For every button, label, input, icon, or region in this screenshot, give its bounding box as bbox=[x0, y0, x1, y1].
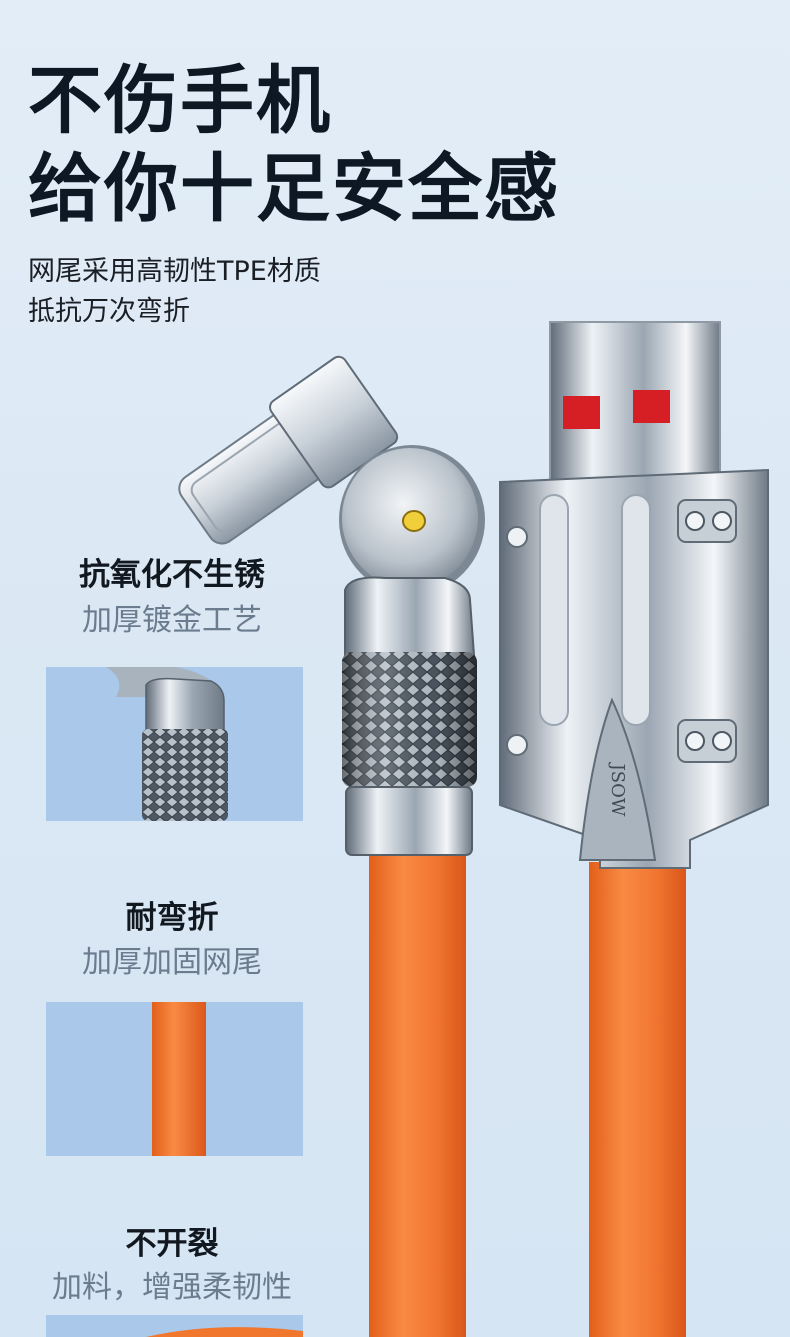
subtitle-line-1: 网尾采用高韧性TPE材质 bbox=[28, 256, 321, 287]
feature-title-anti-oxidation: 抗氧化不生锈 bbox=[79, 557, 265, 593]
feature-desc-no-crack: 加料，增强柔韧性 bbox=[52, 1270, 292, 1305]
headline-line-1: 不伤手机 bbox=[28, 58, 332, 144]
feature-image-bend-resistant bbox=[46, 1002, 303, 1156]
feature-desc-anti-oxidation: 加厚镀金工艺 bbox=[82, 603, 262, 638]
feature-title-no-crack: 不开裂 bbox=[125, 1226, 219, 1262]
subtitle-line-2: 抵抗万次弯折 bbox=[28, 296, 190, 327]
feature-title-bend-resistant: 耐弯折 bbox=[125, 900, 219, 936]
headline-line-2: 给你十足安全感 bbox=[28, 146, 560, 232]
feature-desc-bend-resistant: 加厚加固网尾 bbox=[82, 945, 262, 980]
brand-engraving: JSOW bbox=[607, 762, 628, 817]
feature-image-no-crack bbox=[46, 1315, 303, 1337]
feature-image-anti-oxidation bbox=[46, 667, 303, 821]
